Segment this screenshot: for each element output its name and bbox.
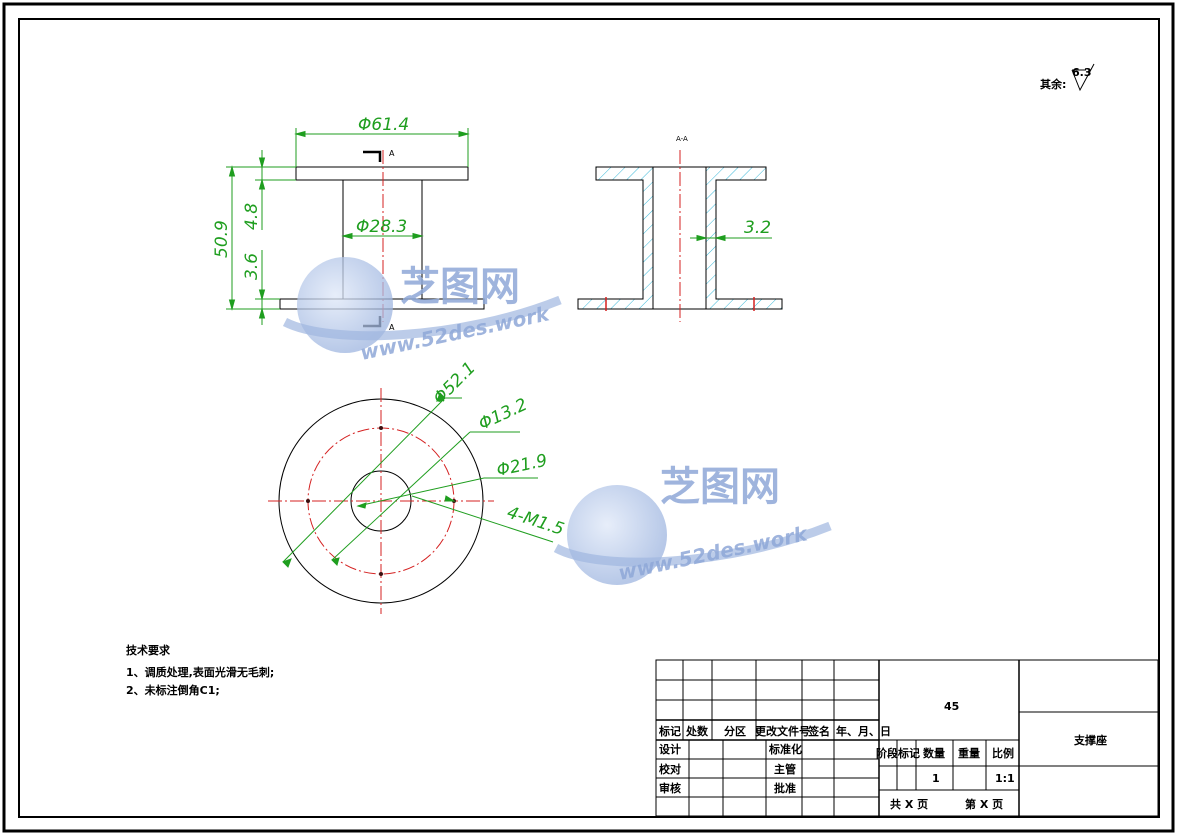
surface-roughness-note: 其余: 6.3: [1040, 63, 1095, 92]
rev-header-docno: 更改文件号: [755, 724, 810, 738]
watermark-1: 芝图网 www.52des.work: [282, 257, 562, 365]
section-view-label: A-A: [676, 135, 688, 143]
dim-13-2-text: Φ13.2: [476, 395, 531, 435]
dim-outer-flange: [294, 128, 470, 167]
dim-holes-text: 4-M1.5: [504, 503, 566, 540]
front-view: A A Φ61.4 Φ28.3 50.: [212, 115, 485, 332]
label-approve: 批准: [774, 781, 796, 795]
title-block-text: 标记 处数 分区 更改文件号 签名 年、月、日 设计 标准化 校对 主管 审核 …: [658, 700, 1107, 811]
tech-item-2: 2、未标注倒角C1;: [126, 683, 220, 697]
dim-leaders: [282, 392, 554, 568]
label-standardize: 标准化: [768, 742, 802, 756]
stage-header-qty: 数量: [923, 746, 945, 760]
title-block: [655, 659, 1159, 817]
stage-header-scale: 比例: [992, 746, 1014, 760]
tech-heading: 技术要求: [126, 643, 171, 657]
label-check: 校对: [659, 762, 681, 776]
dim-bottom-flange-text: 3.6: [242, 253, 262, 280]
rev-header-count: 处数: [685, 724, 709, 738]
dim-wall-text: 3.2: [744, 218, 771, 238]
sheet-number: 第 X 页: [965, 797, 1003, 811]
rev-header-sign: 签名: [807, 724, 830, 738]
quantity-value: 1: [932, 772, 940, 785]
dim-hub-text: Φ28.3: [356, 217, 407, 237]
dim-wall: [690, 234, 772, 242]
label-design: 设计: [659, 742, 681, 756]
rev-header-zone: 分区: [724, 724, 746, 738]
section-mark-bottom: A: [389, 323, 395, 332]
dim-height-text: 50.9: [212, 220, 232, 258]
watermark-2: 芝图网 www.52des.work: [553, 464, 832, 585]
part-name: 支撑座: [1073, 733, 1107, 747]
total-sheets: 共 X 页: [890, 797, 928, 811]
section-mark-top: A: [389, 149, 395, 158]
stage-header-weight: 重量: [958, 746, 980, 760]
watermark-brand-1: 芝图网: [400, 264, 520, 310]
dim-vertical-lines: [226, 150, 296, 325]
material-value: 45: [944, 700, 959, 713]
dim-outer-flange-text: Φ61.4: [358, 115, 409, 135]
tech-item-1: 1、调质处理,表面光滑无毛刺;: [126, 665, 274, 679]
rev-header-date: 年、月、日: [836, 724, 891, 738]
label-review: 审核: [659, 781, 681, 795]
surface-value: 6.3: [1072, 66, 1092, 79]
dim-outer-circle-text: Φ52.1: [429, 358, 479, 408]
top-view: Φ52.1 Φ13.2 Φ21.9 4-M1.5: [268, 358, 566, 614]
rev-header-mark: 标记: [658, 724, 681, 738]
dim-inner-circle-text: Φ21.9: [495, 451, 549, 481]
label-chief: 主管: [774, 762, 796, 776]
stage-header-mark: 阶段标记: [876, 746, 920, 760]
inner-frame: [18, 18, 1160, 818]
watermark-brand-2: 芝图网: [660, 464, 780, 510]
tech-requirements: 技术要求 1、调质处理,表面光滑无毛刺; 2、未标注倒角C1;: [126, 643, 274, 697]
surface-label: 其余:: [1040, 77, 1066, 91]
dim-top-flange-text: 4.8: [242, 203, 262, 230]
scale-value: 1:1: [995, 772, 1015, 785]
section-view: A-A 3.2: [577, 135, 783, 322]
dim-hub: [341, 232, 424, 240]
